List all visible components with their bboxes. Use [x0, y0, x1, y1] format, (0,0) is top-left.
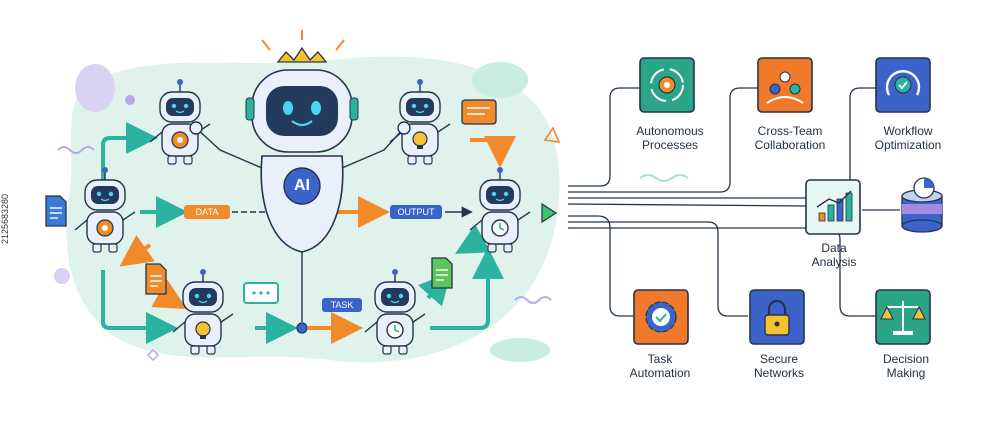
squiggle	[57, 146, 95, 154]
lightbulb-icon	[195, 321, 211, 337]
document-icon	[145, 263, 167, 295]
stock-id: 2125683280	[0, 193, 10, 245]
robot-figure	[149, 79, 211, 165]
teal-blob	[472, 62, 528, 98]
ai-label: AI	[294, 177, 310, 194]
node-dot	[296, 322, 308, 334]
robot-figure	[364, 269, 426, 355]
flow-arrow	[470, 136, 516, 168]
feature-box-data	[805, 179, 861, 235]
flow-arrow	[455, 224, 491, 254]
chat-bubble-icon	[243, 282, 279, 304]
feature-box-decision	[875, 289, 931, 345]
dot	[54, 268, 70, 284]
triangle-deco	[543, 126, 561, 143]
squiggle	[639, 174, 689, 182]
network-connectors	[567, 87, 900, 317]
squiggle	[514, 296, 552, 304]
team-icon	[766, 71, 804, 104]
output-tag: OUTPUT	[390, 205, 442, 219]
chat-bubble-icon	[461, 99, 497, 125]
data-tag: DATA	[184, 205, 230, 219]
flow-arrow	[119, 235, 155, 267]
document-icon	[431, 257, 453, 289]
database-icon	[901, 177, 943, 233]
dot	[125, 95, 135, 105]
gear-cycle-icon	[650, 68, 684, 102]
diamond-deco	[146, 348, 160, 362]
feature-box-autonomous	[639, 57, 695, 113]
flow-arrow	[101, 270, 178, 344]
robot-figure	[389, 79, 451, 165]
lightbulb-icon	[412, 131, 428, 147]
feature-box-workflow	[875, 57, 931, 113]
central-ai-robot	[189, 30, 411, 253]
flow-arrow	[101, 122, 158, 210]
robot-figure	[74, 167, 136, 253]
feature-box-secure	[749, 289, 805, 345]
robot-figure	[172, 269, 234, 355]
purple-blob	[75, 64, 115, 112]
teal-blob-2	[490, 338, 550, 362]
workflow-icon	[885, 70, 921, 96]
robot-figure	[469, 167, 531, 253]
lock-icon	[764, 299, 790, 336]
flow-arrow	[430, 247, 504, 330]
scales-icon	[880, 301, 926, 335]
play-arrow-icon	[541, 202, 558, 224]
feature-box-crossteam	[757, 57, 813, 113]
document-icon	[45, 195, 67, 227]
feature-box-task	[633, 289, 689, 345]
gear-check-icon	[645, 301, 677, 333]
bar-chart-icon	[816, 190, 853, 222]
task-tag: TASK	[322, 298, 362, 312]
